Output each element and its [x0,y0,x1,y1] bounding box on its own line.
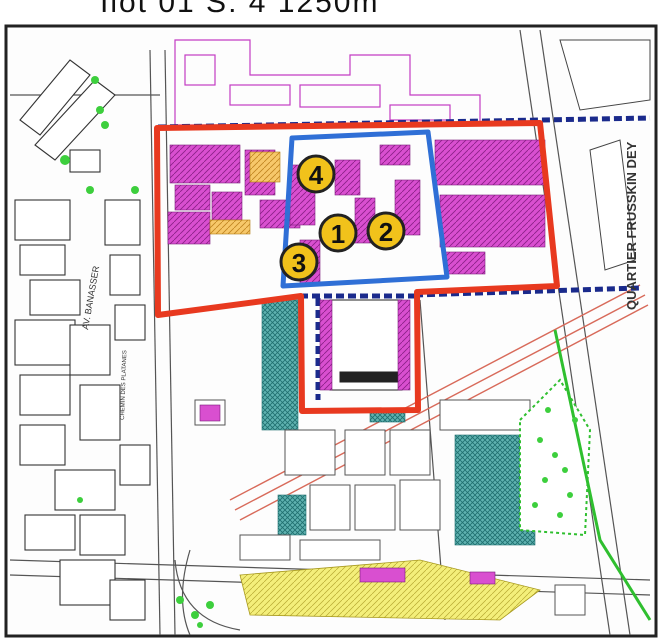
marker-4-number: 4 [309,160,324,190]
marker-4[interactable]: 4 [296,154,336,194]
marker-2[interactable]: 2 [366,211,406,251]
marker-1-number: 1 [331,219,345,249]
strip-pink-building-2 [469,571,496,585]
lower-block-buildings [329,299,403,391]
marker-2-number: 2 [379,217,393,247]
right-neighborhood [559,39,651,271]
orange-lot-small [209,219,251,235]
map-caption: Ilot 01 S: 4 1250m [100,0,380,19]
project-boundary [154,120,560,414]
marker-3[interactable]: 3 [279,242,319,282]
small-pink-building [199,404,221,422]
orange-lot [249,151,281,183]
marker-3-number: 3 [292,248,306,278]
green-zone [60,76,652,628]
strip-pink-building [359,567,406,583]
left-neighborhood [14,59,151,621]
lower-block-pink [319,299,411,391]
marker-1[interactable]: 1 [318,213,358,253]
yellow-strip [239,559,541,621]
street-label: QUARTIER FRUSSKIN DEY [624,141,639,310]
left-lower-label: CHEMIN DES PLATANES [120,350,128,420]
inner-zone-boundary [280,129,450,289]
